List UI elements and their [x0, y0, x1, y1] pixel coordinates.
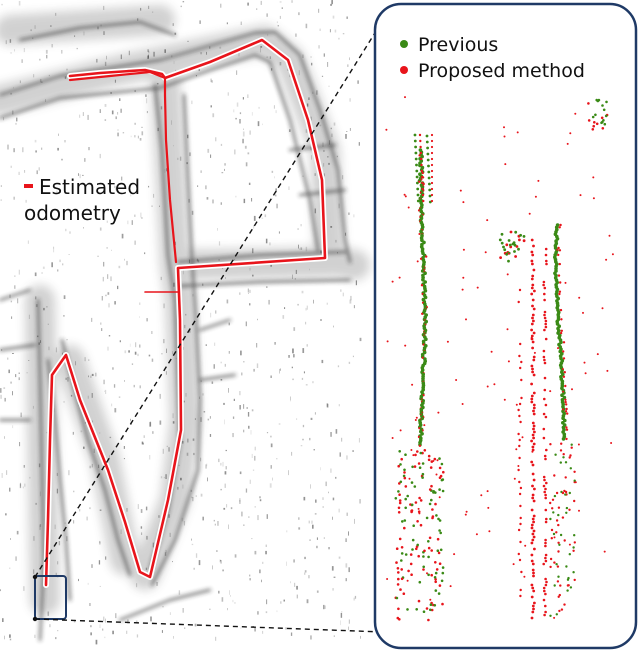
- zoom-point-cloud: [385, 96, 614, 622]
- odometry-trajectory: [43, 37, 328, 588]
- map-walls: [0, 20, 352, 642]
- zoom-legend: Previous Proposed method: [400, 32, 585, 84]
- highlight-box: [34, 575, 67, 620]
- previous-label: Previous: [418, 34, 499, 56]
- trajectory-loop-top: [68, 70, 178, 264]
- leader-line-top: [34, 19, 384, 578]
- leader-line-bottom: [34, 618, 384, 633]
- zoom-panel: [373, 2, 638, 650]
- previous-dot: [400, 39, 408, 48]
- odometry-legend-line2: odometry: [24, 201, 121, 225]
- proposed-label: Proposed method: [418, 60, 585, 82]
- odometry-legend: Estimated odometry: [24, 174, 140, 226]
- proposed-dot: [400, 65, 408, 74]
- odometry-swatch: [24, 183, 33, 188]
- map-specks: [0, 0, 362, 645]
- odometry-legend-line1: Estimated: [39, 175, 141, 199]
